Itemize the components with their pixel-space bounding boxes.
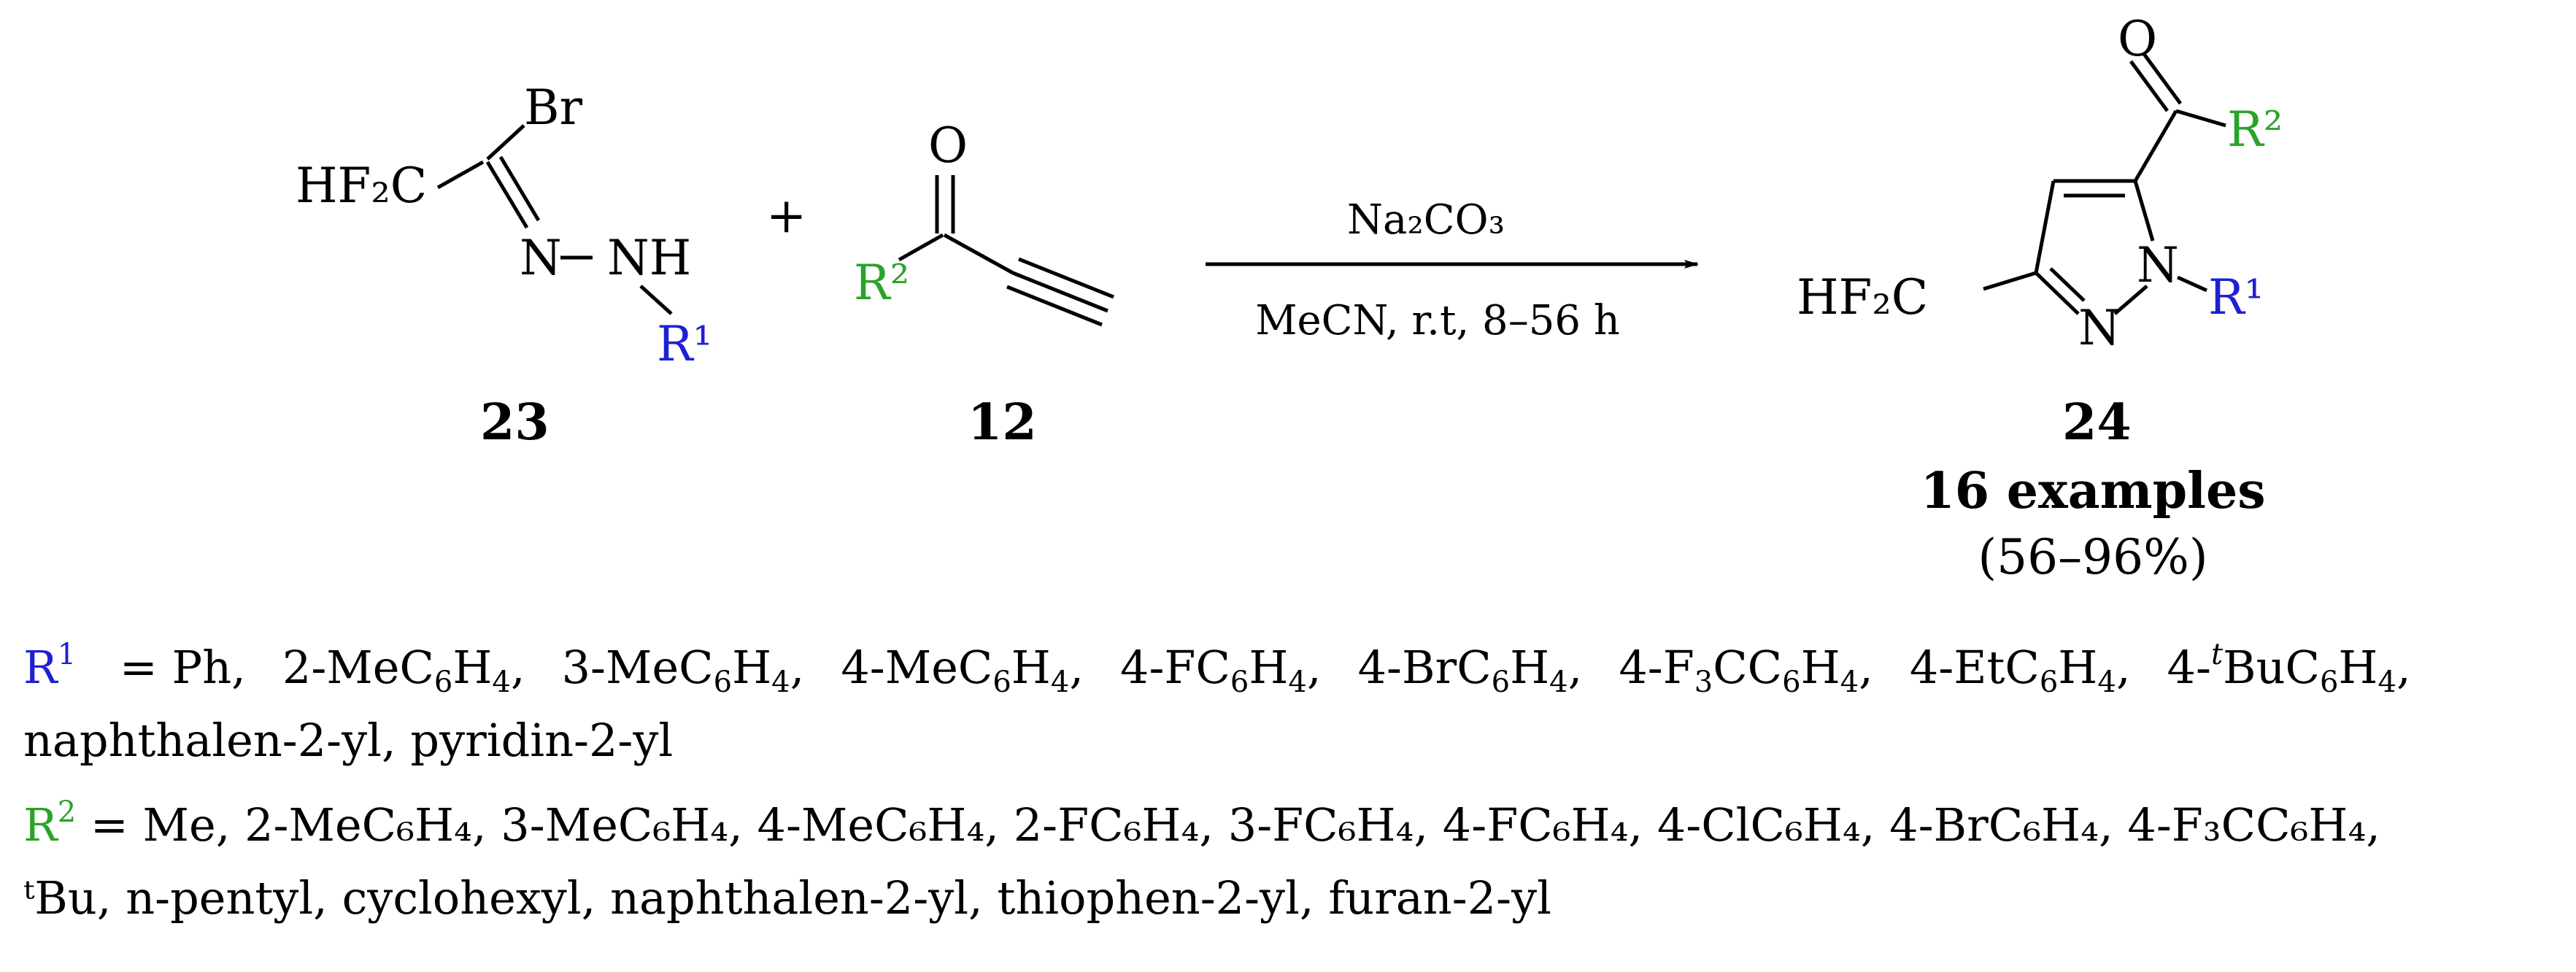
r1-label-23: R¹ bbox=[657, 316, 712, 372]
bond-c-r2 bbox=[898, 233, 944, 262]
r2-legend-line1: R2 = Me, 2-MeC₆H₄, 3-MeC₆H₄, 4-MeC₆H₄, 2… bbox=[23, 798, 2380, 852]
hf2c-label-24: HF₂C bbox=[1797, 269, 1928, 325]
r1-legend-item: 3-MeC6H4, bbox=[561, 641, 805, 699]
r1-legend-item: 2-MeC6H4, bbox=[282, 641, 525, 699]
r1-legend-label: R1 bbox=[23, 638, 77, 694]
compound-number-23: 23 bbox=[480, 393, 549, 452]
bond-c-alkyne bbox=[943, 233, 1014, 275]
r1-legend-item: 4-EtC6H4, bbox=[1909, 641, 2131, 699]
r2-legend-values-cont: ᵗBu, n-pentyl, cyclohexyl, naphthalen-2-… bbox=[23, 871, 1551, 925]
nh-label: NH bbox=[607, 230, 691, 286]
r2-legend-line2: ᵗBu, n-pentyl, cyclohexyl, naphthalen-2-… bbox=[23, 871, 1551, 925]
r1-legend-item: = Ph, bbox=[119, 641, 246, 694]
bond-c-o-24-a bbox=[2129, 60, 2170, 112]
r1-label-24: R¹ bbox=[2208, 269, 2264, 325]
bond-c-o-24-b bbox=[2142, 53, 2183, 105]
n1-label: N bbox=[2137, 237, 2179, 293]
r1-legend-item: 4-BrC6H4, bbox=[1357, 641, 1583, 699]
bond-nh-r1 bbox=[639, 285, 673, 315]
ring-bond-c4-c3 bbox=[2034, 180, 2056, 274]
r1-legend-item: 4-F3CC6H4, bbox=[1619, 641, 1873, 699]
plus-sign: + bbox=[766, 188, 806, 244]
ring-bond-c3-n2-a bbox=[2035, 271, 2080, 315]
bond-n1-r1 bbox=[2176, 275, 2208, 293]
compound-number-12: 12 bbox=[968, 393, 1037, 452]
bond-c-n-double-b bbox=[498, 155, 541, 222]
n2-label: N bbox=[2078, 300, 2121, 356]
bond-c-r2-24 bbox=[2175, 109, 2226, 128]
r2-legend-label: R2 bbox=[23, 795, 77, 852]
bond-c3-hf2c bbox=[1983, 271, 2037, 291]
bond-c5-carbonyl bbox=[2133, 109, 2178, 182]
reagent-label: Na₂CO₃ bbox=[1347, 196, 1505, 244]
examples-count: 16 examples bbox=[1920, 462, 2265, 520]
r1-legend-values-cont: naphthalen-2-yl, pyridin-2-yl bbox=[23, 714, 674, 767]
compound-23: HF₂C Br N NH R¹ 23 bbox=[296, 80, 712, 452]
n-label-23: N bbox=[520, 230, 562, 286]
r1-legend-values: = Ph, 2-MeC6H4, 3-MeC6H4, 4-MeC6H4, 4-FC6H4,… bbox=[119, 638, 2411, 699]
alkyne-bond-1 bbox=[1012, 271, 1108, 313]
reaction-arrow-group: Na₂CO₃ MeCN, r.t, 8–56 h bbox=[1206, 196, 1699, 344]
hf2c-label-23: HF₂C bbox=[296, 158, 427, 214]
r1-legend-item: 4-FC6H4, bbox=[1120, 641, 1322, 699]
r1-legend-item: 4-MeC6H4, bbox=[841, 641, 1084, 699]
ring-bond-c3-n2-b bbox=[2049, 267, 2086, 302]
r2-label-12: R² bbox=[854, 255, 909, 311]
bond-c-br bbox=[486, 124, 525, 161]
compound-number-24: 24 bbox=[2062, 393, 2132, 452]
o-label-12: O bbox=[928, 117, 968, 174]
r2-legend-values: = Me, 2-MeC₆H₄, 3-MeC₆H₄, 4-MeC₆H₄, 2-FC… bbox=[90, 798, 2381, 852]
r1-legend-line1: R1 = Ph, 2-MeC6H4, 3-MeC6H4, 4-MeC6H4, 4-FC6… bbox=[23, 638, 2411, 699]
o-label-24: O bbox=[2118, 11, 2157, 67]
ring-bond-n2-n1 bbox=[2113, 285, 2148, 315]
alkyne-bond-3 bbox=[1006, 285, 1103, 327]
compound-12: O R² 12 bbox=[854, 117, 1114, 452]
ring-bond-c5-n1 bbox=[2133, 180, 2155, 242]
r2-label-24: R² bbox=[2227, 101, 2283, 158]
solvent-time-label: MeCN, r.t, 8–56 h bbox=[1255, 297, 1620, 344]
compound-24: O R² N N R¹ HF₂C 24 16 examples (56–96%) bbox=[1797, 11, 2283, 585]
br-label: Br bbox=[524, 80, 583, 136]
bond-c-hf2c bbox=[436, 160, 485, 190]
r1-legend-line2: naphthalen-2-yl, pyridin-2-yl bbox=[23, 714, 673, 768]
bond-c-n-double-a bbox=[485, 161, 529, 229]
alkyne-bond-2 bbox=[1018, 257, 1114, 299]
r1-legend-item: 4-tBuC6H4, bbox=[2167, 638, 2411, 699]
yield-range: (56–96%) bbox=[1978, 529, 2207, 585]
